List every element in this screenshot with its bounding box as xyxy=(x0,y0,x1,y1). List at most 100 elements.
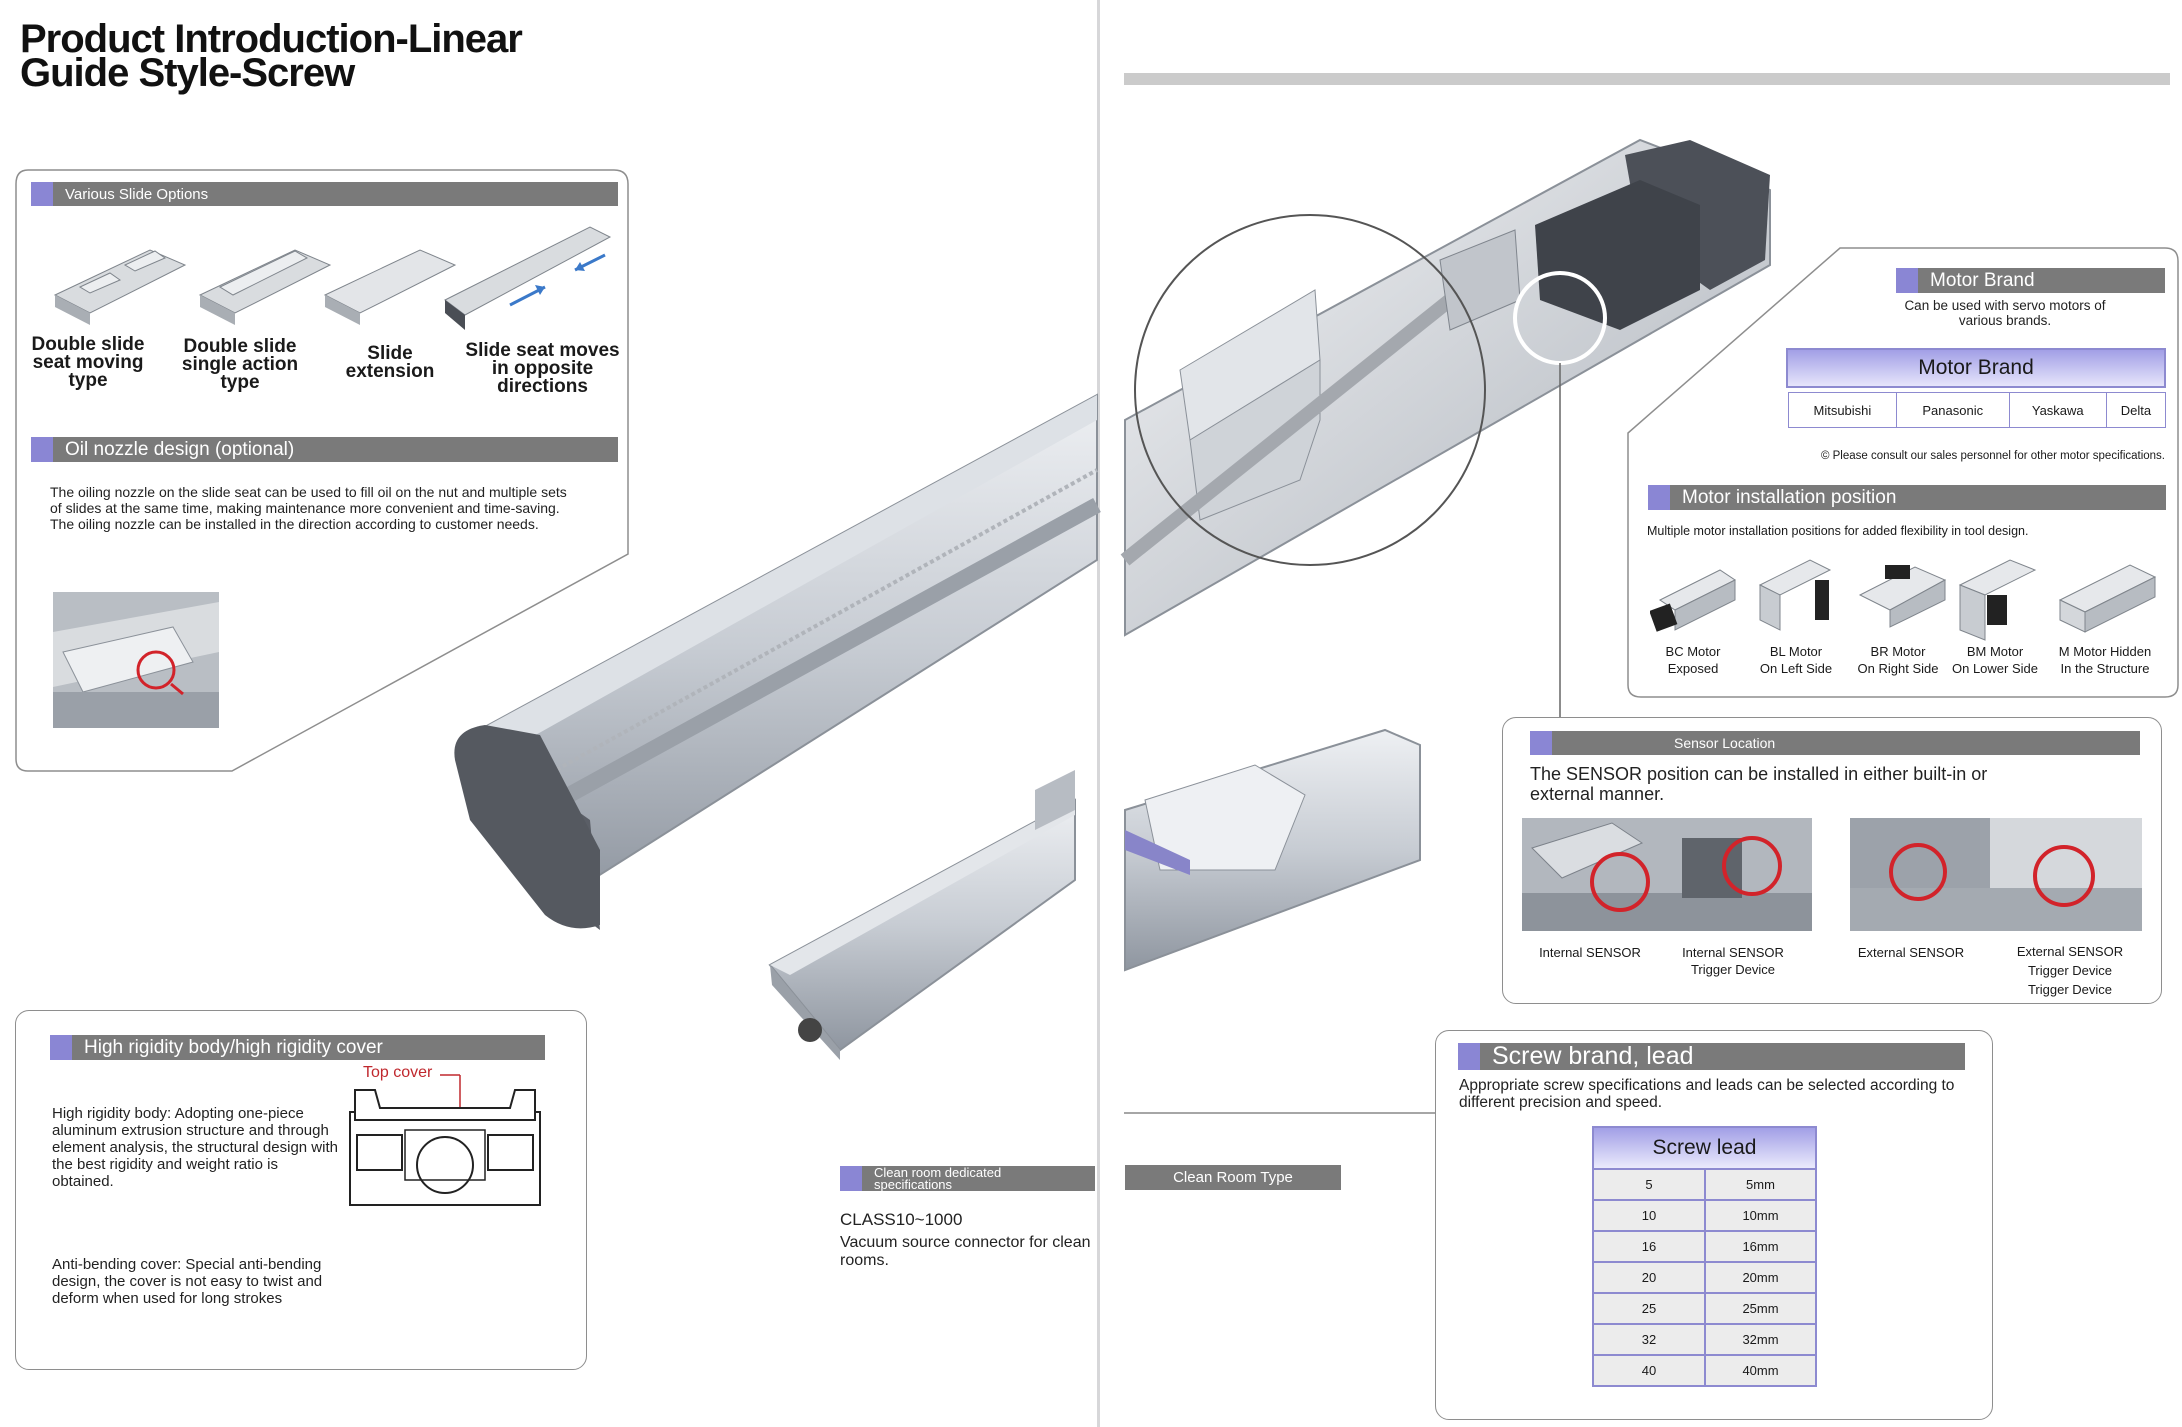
motor-consult-note: © Please consult our sales personnel for… xyxy=(1820,450,2165,462)
sensor-caption-2: Internal SENSOR Trigger Device xyxy=(1673,944,1793,978)
clean-room-class: CLASS10~1000 xyxy=(840,1210,963,1229)
brand-cell: Mitsubishi xyxy=(1788,392,1897,428)
brand-cell: Yaskawa xyxy=(2008,392,2107,428)
oil-nozzle-title: Oil nozzle design (optional) xyxy=(65,438,295,460)
opposite-direction-icon xyxy=(444,226,612,330)
double-slide-moving-icon xyxy=(53,249,187,325)
motor-item-line2: On Right Side xyxy=(1857,661,1939,676)
lead-cell: 10 xyxy=(1592,1199,1706,1232)
sensor-caption-line1: External SENSOR xyxy=(1857,945,1965,960)
clean-room-actuator xyxy=(768,770,1076,1060)
cross-section-diagram xyxy=(349,1074,541,1206)
lead-cell: 16mm xyxy=(1704,1230,1817,1263)
motor-item-line1: BM Motor xyxy=(1966,644,2024,659)
motor-item-br: BR Motor On Right Side xyxy=(1848,643,1948,677)
lead-cell: 5mm xyxy=(1704,1168,1817,1201)
motor-brand-table: Mitsubishi Panasonic Yaskawa Delta xyxy=(1788,392,2167,428)
external-sensor-photo xyxy=(1850,818,2142,931)
lead-cell: 20 xyxy=(1592,1261,1706,1294)
brand-cell: Panasonic xyxy=(1895,392,2010,428)
slide-option-label-1: Double slide seat moving type xyxy=(31,334,145,391)
rigidity-cover-text: Anti-bending cover: Special anti-bending… xyxy=(52,1256,323,1307)
motor-item-m: M Motor Hidden In the Structure xyxy=(2050,643,2160,677)
internal-sensor-photo xyxy=(1522,818,1812,931)
top-bar xyxy=(1124,73,2170,85)
bc-motor-icon xyxy=(1650,569,1736,632)
screw-header: Screw brand, lead xyxy=(1458,1042,1965,1070)
motor-item-line2: In the Structure xyxy=(2060,661,2150,676)
motor-brand-header: Motor Brand xyxy=(1896,268,2165,293)
lead-cell: 25 xyxy=(1592,1292,1706,1325)
motor-brand-table-title: Motor Brand xyxy=(1786,348,2166,388)
sensor-caption-line2: Trigger Device xyxy=(1690,962,1776,977)
sensor-caption-line2: Trigger Device xyxy=(2027,963,2113,978)
bm-motor-icon xyxy=(1958,559,2037,641)
header-accent-tab xyxy=(31,182,53,206)
header-accent-tab xyxy=(1458,1043,1480,1070)
motor-item-line1: M Motor Hidden xyxy=(2058,644,2152,659)
sensor-caption-3: External SENSOR xyxy=(1851,944,1971,961)
sensor-caption-line1: Internal SENSOR xyxy=(1682,945,1784,960)
motor-brand-note: Can be used with servo motors of various… xyxy=(1904,298,2106,328)
slide-extension-icon xyxy=(323,249,457,325)
bl-motor-icon xyxy=(1758,559,1832,631)
header-accent-tab xyxy=(50,1035,72,1060)
double-slide-single-icon xyxy=(198,249,332,325)
slide-options-title: Various Slide Options xyxy=(65,185,209,203)
slide-option-label-4: Slide seat moves in opposite directions xyxy=(465,340,620,397)
br-motor-icon xyxy=(1858,565,1947,628)
detail-magnifier xyxy=(1134,214,1486,566)
motor-item-bm: BM Motor On Lower Side xyxy=(1945,643,2045,677)
clean-room-text: Vacuum source connector for clean rooms. xyxy=(840,1234,1091,1269)
lead-cell: 40mm xyxy=(1704,1354,1817,1387)
brand-cell: Delta xyxy=(2105,392,2167,428)
page-gutter xyxy=(1097,0,1100,1427)
lead-cell: 40 xyxy=(1592,1354,1706,1387)
sensor-caption-1: Internal SENSOR xyxy=(1530,944,1650,961)
lead-cell: 20mm xyxy=(1704,1261,1817,1294)
right-small-actuator xyxy=(1124,728,1421,972)
oil-nozzle-photo xyxy=(53,592,219,728)
motor-item-line2: On Lower Side xyxy=(1952,661,2038,676)
m-motor-hidden-icon xyxy=(2058,564,2157,633)
sensor-photos xyxy=(1522,818,2142,931)
top-cover-label: Top cover xyxy=(363,1064,433,1081)
motor-item-bc: BC Motor Exposed xyxy=(1643,643,1743,677)
left-actuator xyxy=(454,393,1101,930)
motor-position-icons xyxy=(1650,559,2157,641)
motor-item-line1: BC Motor xyxy=(1665,644,1721,659)
screw-title: Screw brand, lead xyxy=(1492,1042,1694,1070)
rigidity-header: High rigidity body/high rigidity cover xyxy=(50,1035,545,1060)
header-accent-tab xyxy=(1648,485,1670,510)
rigidity-panel xyxy=(15,1010,587,1370)
slide-option-label-2: Double slide single action type xyxy=(181,336,299,393)
motor-install-text: Multiple motor installation positions fo… xyxy=(1647,524,2029,538)
lead-cell: 25mm xyxy=(1704,1292,1817,1325)
sensor-text: The SENSOR position can be installed in … xyxy=(1530,764,1988,804)
motor-brand-title: Motor Brand xyxy=(1930,269,2035,291)
sensor-title: Sensor Location xyxy=(1674,735,1776,751)
sensor-caption-line1: External SENSOR xyxy=(2016,944,2124,959)
motor-item-bl: BL Motor On Left Side xyxy=(1746,643,1846,677)
header-accent-tab xyxy=(1530,731,1552,755)
slide-options-header: Various Slide Options xyxy=(31,182,618,206)
right-actuator xyxy=(1120,138,1771,637)
clean-room-title: Clean room dedicated specifications xyxy=(874,1164,1002,1192)
motor-install-title: Motor installation position xyxy=(1682,486,1897,508)
slide-option-icons xyxy=(53,226,612,330)
clean-room-type-label: Clean Room Type xyxy=(1125,1165,1341,1190)
title-line-2: Guide Style-Screw xyxy=(20,51,355,95)
lead-cell: 5 xyxy=(1592,1168,1706,1201)
lead-cell: 16 xyxy=(1592,1230,1706,1263)
clean-room-header: Clean room dedicated specifications xyxy=(840,1166,1095,1191)
sensor-caption-line1: Internal SENSOR xyxy=(1539,945,1641,960)
screw-lead-title: Screw lead xyxy=(1592,1126,1817,1170)
